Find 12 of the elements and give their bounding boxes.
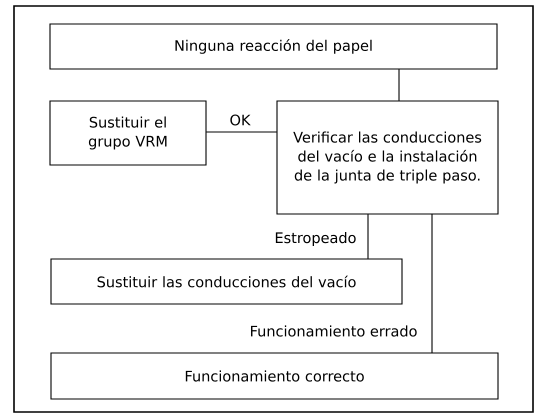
process-box: Ninguna reacción del papel [49,23,498,70]
connector-line [431,214,433,352]
connector-line [398,70,400,100]
edge-label: Estropeado [276,232,356,246]
connector-line [367,214,369,258]
process-box: Sustituir las conducciones del vacío [50,258,403,305]
process-box: Sustituir el grupo VRM [49,100,207,166]
edge-label: Funcionamiento errado [251,325,417,337]
process-box: Verificar las conducciones del vacío e la instalación de la junta de triple paso. [276,100,499,215]
process-box: Funcionamiento correcto [50,352,499,400]
connector-line [206,131,276,133]
edge-label: OK [230,114,251,126]
